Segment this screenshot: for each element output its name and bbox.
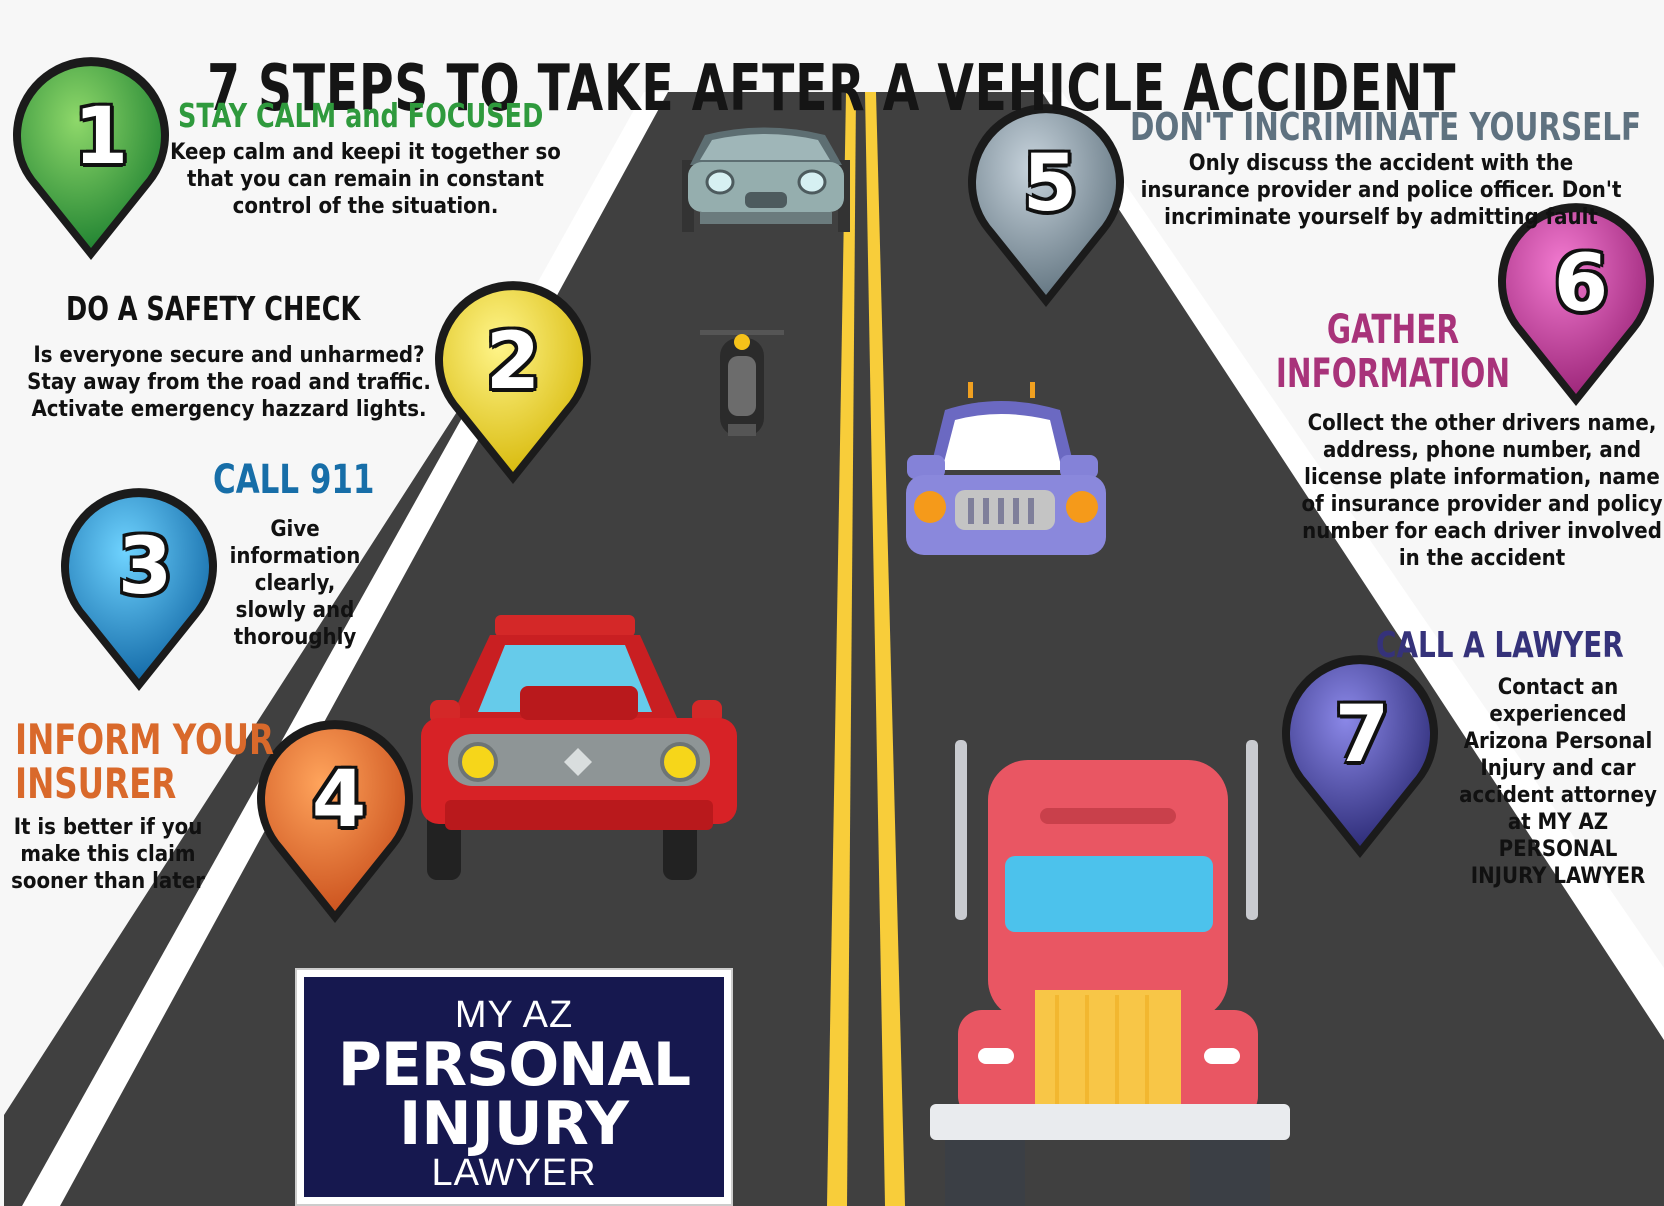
step-3-pin-icon <box>61 488 217 691</box>
purple-jeep-icon <box>906 382 1106 555</box>
logo-line-3: INJURY <box>399 1089 629 1159</box>
step-2-number: 2 <box>485 317 541 407</box>
step-7-body: Contact an experienced Arizona Personal … <box>1459 675 1657 889</box>
step-6-number: 6 <box>1553 239 1609 329</box>
step-5-body: Only discuss the accident with the insur… <box>1140 151 1622 230</box>
road-surface <box>4 92 1664 1206</box>
step-3-body: Give information clearly, slowly and tho… <box>229 517 361 650</box>
step-1-body: Keep calm and keepi it together so that … <box>170 140 561 219</box>
step-4-body: It is better if you make this claim soon… <box>11 815 205 894</box>
step-3-number: 3 <box>117 522 173 612</box>
logo-line-4: LAWYER <box>431 1152 597 1194</box>
step-3-heading: CALL 911 <box>213 457 375 503</box>
center-line-left <box>827 92 856 1206</box>
step-5-number: 5 <box>1022 139 1078 229</box>
step-6-body: Collect the other drivers name, address,… <box>1301 411 1663 571</box>
step-4-heading: INFORM YOUR INSURER <box>15 715 275 808</box>
step-1-number: 1 <box>73 92 129 182</box>
step-6-pin-icon <box>1498 203 1654 406</box>
step-4-number: 4 <box>311 755 367 845</box>
center-line-right <box>865 92 905 1206</box>
step-2-pin-icon <box>435 281 591 484</box>
step-7-heading: CALL A LAWYER <box>1376 625 1624 666</box>
motorcycle-icon <box>700 330 784 436</box>
grey-car-icon <box>682 127 850 232</box>
step-6-heading: GATHER INFORMATION <box>1275 307 1511 397</box>
page-title: 7 STEPS TO TAKE AFTER A VEHICLE ACCIDENT <box>0 49 1664 129</box>
step-4-pin-icon <box>257 720 413 923</box>
logo-line-1: MY AZ <box>454 994 574 1036</box>
truck-icon <box>930 740 1290 1206</box>
step-5-pin-icon <box>968 104 1124 307</box>
step-1-heading: STAY CALM and FOCUSED <box>178 96 544 135</box>
step-7-pin-icon <box>1282 655 1438 858</box>
step-1-pin-icon <box>13 57 169 260</box>
step-2-heading: DO A SAFETY CHECK <box>66 289 361 328</box>
logo-line-2: PERSONAL <box>337 1030 691 1100</box>
road-edge-right <box>1042 92 1664 1040</box>
company-logo: MY AZ PERSONAL INJURY LAWYER <box>297 970 731 1204</box>
step-7-number: 7 <box>1334 690 1390 780</box>
step-2-body: Is everyone secure and unharmed? Stay aw… <box>27 343 431 422</box>
page-title-text: 7 STEPS TO TAKE AFTER A VEHICLE ACCIDENT <box>207 51 1457 126</box>
step-5-heading: DON'T INCRIMINATE YOURSELF <box>1130 105 1642 149</box>
red-car-icon <box>421 615 737 880</box>
